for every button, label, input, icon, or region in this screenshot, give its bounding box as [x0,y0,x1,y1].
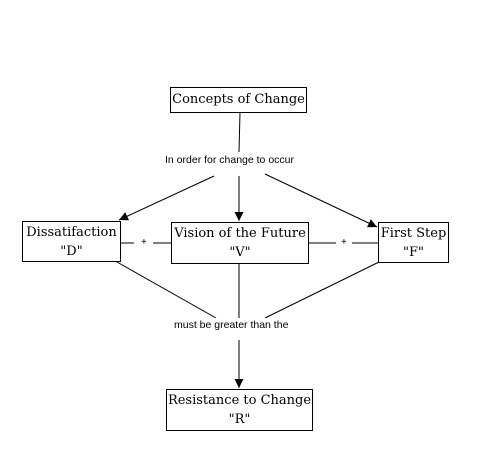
plus-operator-2: + [341,237,347,248]
node-concepts-label: Concepts of Change [172,92,305,107]
node-dissatisfaction-symbol: "D" [60,244,83,259]
node-concepts-of-change: Concepts of Change [170,87,307,113]
node-vision-label: Vision of the Future [174,226,306,241]
node-first-step-symbol: "F" [403,245,424,260]
plus-operator-1: + [141,237,147,248]
node-resistance-to-change: Resistance to Change "R" [166,389,313,431]
edge-condition-to-first-step [264,173,378,228]
node-dissatisfaction: Dissatifaction "D" [22,221,121,262]
node-dissatisfaction-label: Dissatifaction [26,225,117,240]
node-vision-symbol: "V" [229,245,251,260]
node-resistance-symbol: "R" [228,412,251,427]
edge-label-comparison: must be greater than the [173,318,290,332]
edge-label-condition: In order for change to occur [164,153,295,167]
edge-first-step-to-comparison [264,261,380,319]
node-first-step-label: First Step [380,226,447,241]
node-resistance-label: Resistance to Change [167,393,312,408]
edge-condition-to-dissatisfaction [118,175,215,221]
node-first-step: First Step "F" [378,222,449,263]
edge-concepts-to-condition [238,111,241,153]
edge-dissatisfaction-to-comparison [116,261,217,319]
node-vision-of-the-future: Vision of the Future "V" [171,222,309,264]
